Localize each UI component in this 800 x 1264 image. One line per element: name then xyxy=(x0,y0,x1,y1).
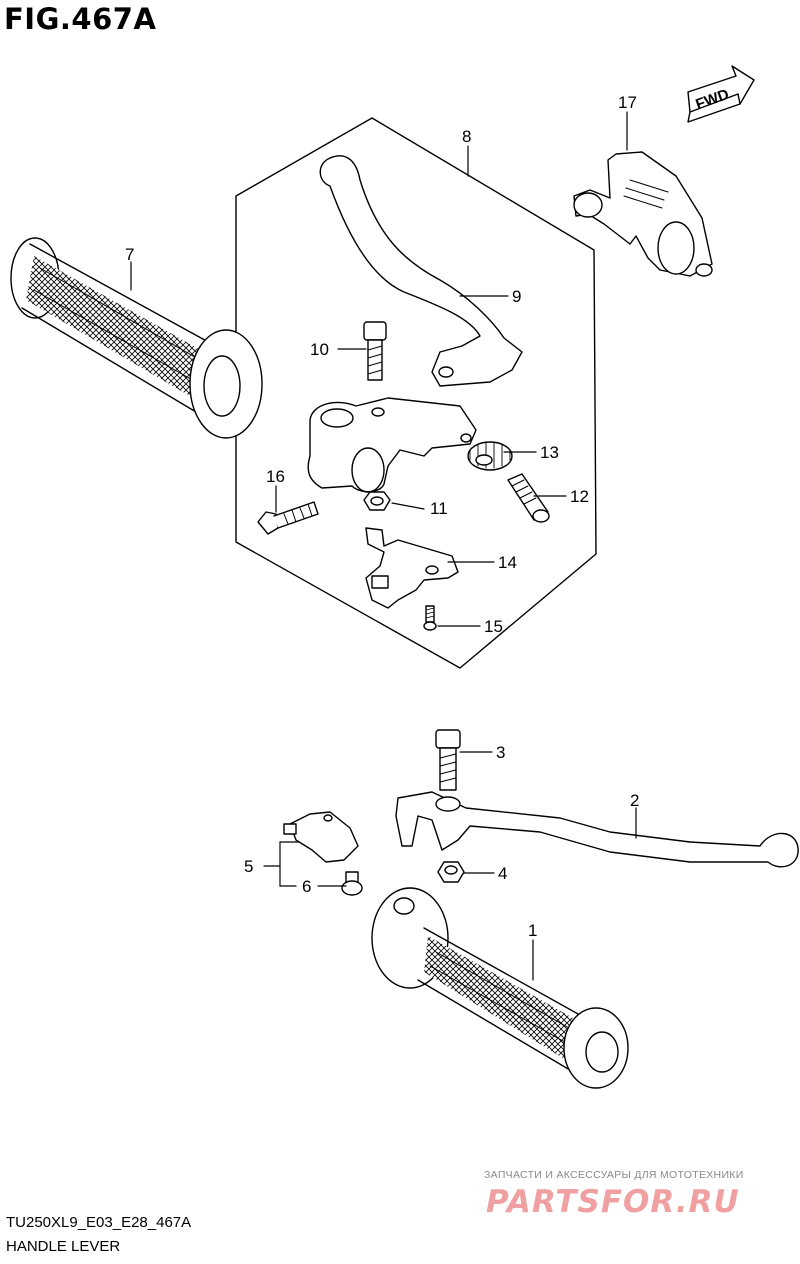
lever-guard xyxy=(573,151,713,277)
brake-lever xyxy=(395,791,799,868)
clamp-screw xyxy=(257,501,319,535)
callout-1: 1 xyxy=(528,921,537,940)
clutch-switch xyxy=(365,527,459,609)
leader-lines xyxy=(130,111,637,981)
callout-17: 17 xyxy=(618,93,637,112)
callout-10: 10 xyxy=(310,340,329,359)
lever-assembly-outline xyxy=(235,117,597,669)
callout-11: 11 xyxy=(430,499,448,518)
switch-mount-screw xyxy=(341,871,363,896)
clutch-lever xyxy=(319,155,523,387)
left-grip xyxy=(10,237,263,439)
adjuster-bolt xyxy=(507,473,550,523)
callout-15: 15 xyxy=(484,617,503,636)
brake-pivot-bolt xyxy=(435,729,461,791)
callout-5: 5 xyxy=(244,857,253,876)
watermark-logo: PARTSFOR.RU xyxy=(486,1184,740,1220)
watermark-tagline: ЗАПЧАСТИ И АКСЕССУАРЫ ДЛЯ МОТОТЕХНИКИ xyxy=(484,1169,744,1181)
section-name: HANDLE LEVER xyxy=(6,1238,121,1255)
callout-2: 2 xyxy=(630,791,639,810)
brake-light-switch xyxy=(283,811,359,863)
callout-9: 9 xyxy=(512,287,521,306)
callout-4: 4 xyxy=(498,864,507,883)
callout-14: 14 xyxy=(498,553,517,572)
callout-6: 6 xyxy=(302,877,311,896)
callout-8: 8 xyxy=(462,127,471,146)
model-code: TU250XL9_E03_E28_467A xyxy=(6,1214,192,1231)
callout-7: 7 xyxy=(125,245,134,264)
callout-13: 13 xyxy=(540,443,559,462)
callout-3: 3 xyxy=(496,743,505,762)
fwd-arrow-icon xyxy=(687,65,755,123)
pivot-nut xyxy=(363,491,391,511)
cable-adjuster xyxy=(467,441,513,471)
lever-holder xyxy=(307,397,477,493)
figure-title: FIG.467A xyxy=(4,2,157,36)
callout-16: 16 xyxy=(266,467,285,486)
switch-screw xyxy=(423,605,437,631)
right-grip xyxy=(371,887,629,1089)
callout-12: 12 xyxy=(570,487,589,506)
pivot-bolt xyxy=(363,321,387,381)
brake-pivot-nut xyxy=(437,861,465,883)
